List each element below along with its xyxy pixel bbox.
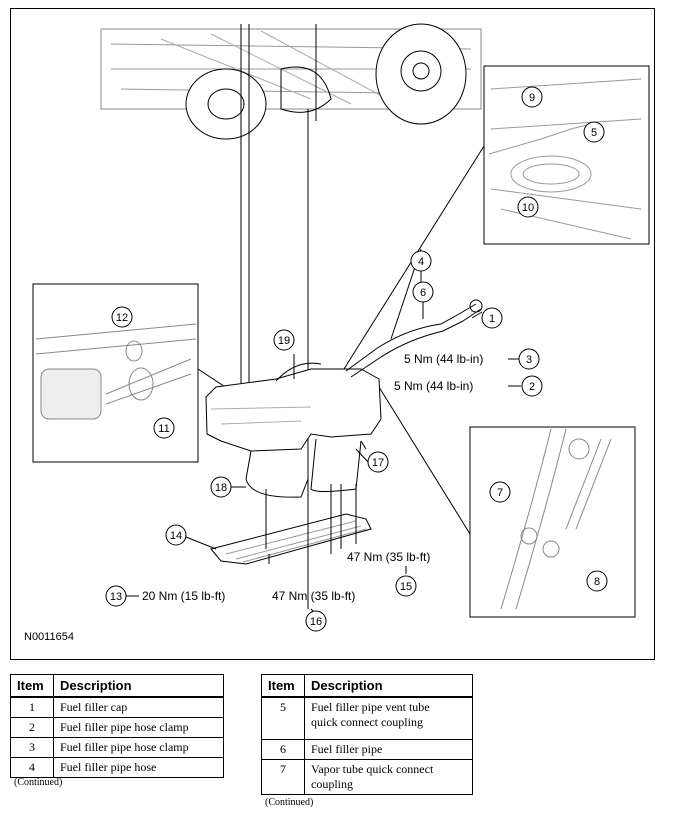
callout-9-label: 9 xyxy=(529,92,535,104)
callout-10-label: 10 xyxy=(522,202,534,214)
table-right-header-description: Description xyxy=(304,674,473,698)
item-description: Fuel filler cap xyxy=(53,696,224,718)
callout-10 xyxy=(517,196,539,218)
inset-vapor-tube-detail xyxy=(469,426,636,618)
item-number: 7 xyxy=(261,758,305,795)
description-line-2: coupling xyxy=(311,776,353,791)
callout-11 xyxy=(153,417,175,439)
item-number: 1 xyxy=(10,696,54,718)
table-right-continued: (Continued) xyxy=(265,797,314,808)
item-description: Fuel filler pipe hose clamp xyxy=(53,717,224,738)
callout-16-label: 16 xyxy=(310,616,322,628)
callout-4 xyxy=(410,250,432,272)
callout-17 xyxy=(367,451,389,473)
description-line-1: Fuel filler pipe vent tube xyxy=(311,700,430,714)
inset-quick-connect-detail xyxy=(32,283,199,463)
item-table-right: Item Description 5 Fuel filler pipe vent… xyxy=(261,674,473,795)
callout-8 xyxy=(586,570,608,592)
callout-12 xyxy=(111,306,133,328)
torque-spec-item-15: 47 Nm (35 lb-ft) xyxy=(347,550,431,564)
callout-17-label: 17 xyxy=(372,457,384,469)
table-row: 1 Fuel filler cap xyxy=(10,696,224,718)
vehicle-underbody-drawing xyxy=(100,23,482,140)
callout-13 xyxy=(105,585,127,607)
callout-1 xyxy=(481,307,503,329)
callout-13-label: 13 xyxy=(110,591,122,603)
exploded-view-figure: 1 2 3 4 5 6 7 8 9 10 11 12 13 14 15 16 1… xyxy=(10,8,655,660)
callout-4-label: 4 xyxy=(418,256,424,268)
item-description: Fuel filler pipe hose clamp xyxy=(53,737,224,758)
inset-vent-tube-detail xyxy=(483,65,650,245)
callout-6-label: 6 xyxy=(420,287,426,299)
item-description: Fuel filler pipe hose xyxy=(53,757,224,778)
description-line-1: Vapor tube quick connect xyxy=(311,761,434,776)
callout-15 xyxy=(395,575,417,597)
callout-7-label: 7 xyxy=(497,487,503,499)
callout-14-label: 14 xyxy=(170,530,182,542)
torque-spec-item-16: 47 Nm (35 lb-ft) xyxy=(272,589,356,603)
callout-8-label: 8 xyxy=(594,576,600,588)
callout-19 xyxy=(273,329,295,351)
table-left-header-description: Description xyxy=(53,674,224,698)
callout-11-label: 11 xyxy=(158,423,169,435)
table-row: 3 Fuel filler pipe hose clamp xyxy=(10,737,224,758)
callout-7 xyxy=(489,481,511,503)
item-description: Fuel filler pipe xyxy=(304,738,473,760)
torque-spec-item-13: 20 Nm (15 lb-ft) xyxy=(142,589,226,603)
callout-12-label: 12 xyxy=(116,312,128,324)
item-number: 2 xyxy=(10,717,54,738)
table-row: 2 Fuel filler pipe hose clamp xyxy=(10,717,224,738)
callout-18-label: 18 xyxy=(215,482,227,494)
callout-1-label: 1 xyxy=(489,313,495,325)
callout-3-label: 3 xyxy=(526,354,532,366)
fuel-system-diagram: 1 2 3 4 5 6 7 8 9 10 11 12 13 14 15 16 1… xyxy=(32,23,650,632)
callout-5-label: 5 xyxy=(591,127,597,139)
callout-19-label: 19 xyxy=(278,335,290,347)
item-number: 5 xyxy=(261,696,305,740)
item-number: 6 xyxy=(261,738,305,760)
fuel-tank-drawing xyxy=(205,362,382,498)
callout-2-label: 2 xyxy=(529,381,535,393)
torque-spec-item-2: 5 Nm (44 lb-in) xyxy=(394,379,474,393)
table-left-continued: (Continued) xyxy=(14,777,63,788)
callout-9 xyxy=(521,86,543,108)
callout-14 xyxy=(165,524,187,546)
item-table-left: Item Description 1 Fuel filler cap 2 Fue… xyxy=(10,674,224,778)
table-left-header-item: Item xyxy=(10,674,54,698)
callout-15-label: 15 xyxy=(400,581,412,593)
callout-16 xyxy=(305,610,327,632)
item-number: 3 xyxy=(10,737,54,758)
table-row: 6 Fuel filler pipe xyxy=(261,738,473,760)
callout-2 xyxy=(521,375,543,397)
torque-spec-item-3: 5 Nm (44 lb-in) xyxy=(404,352,484,366)
table-right-header-item: Item xyxy=(261,674,305,698)
callout-5 xyxy=(583,121,605,143)
callout-6 xyxy=(412,281,434,303)
description-line-2: quick connect coupling xyxy=(311,715,423,729)
item-number: 4 xyxy=(10,757,54,778)
callout-3 xyxy=(518,348,540,370)
figure-id-label: N0011654 xyxy=(24,631,74,643)
callout-18 xyxy=(210,476,232,498)
table-row: 4 Fuel filler pipe hose xyxy=(10,757,224,778)
